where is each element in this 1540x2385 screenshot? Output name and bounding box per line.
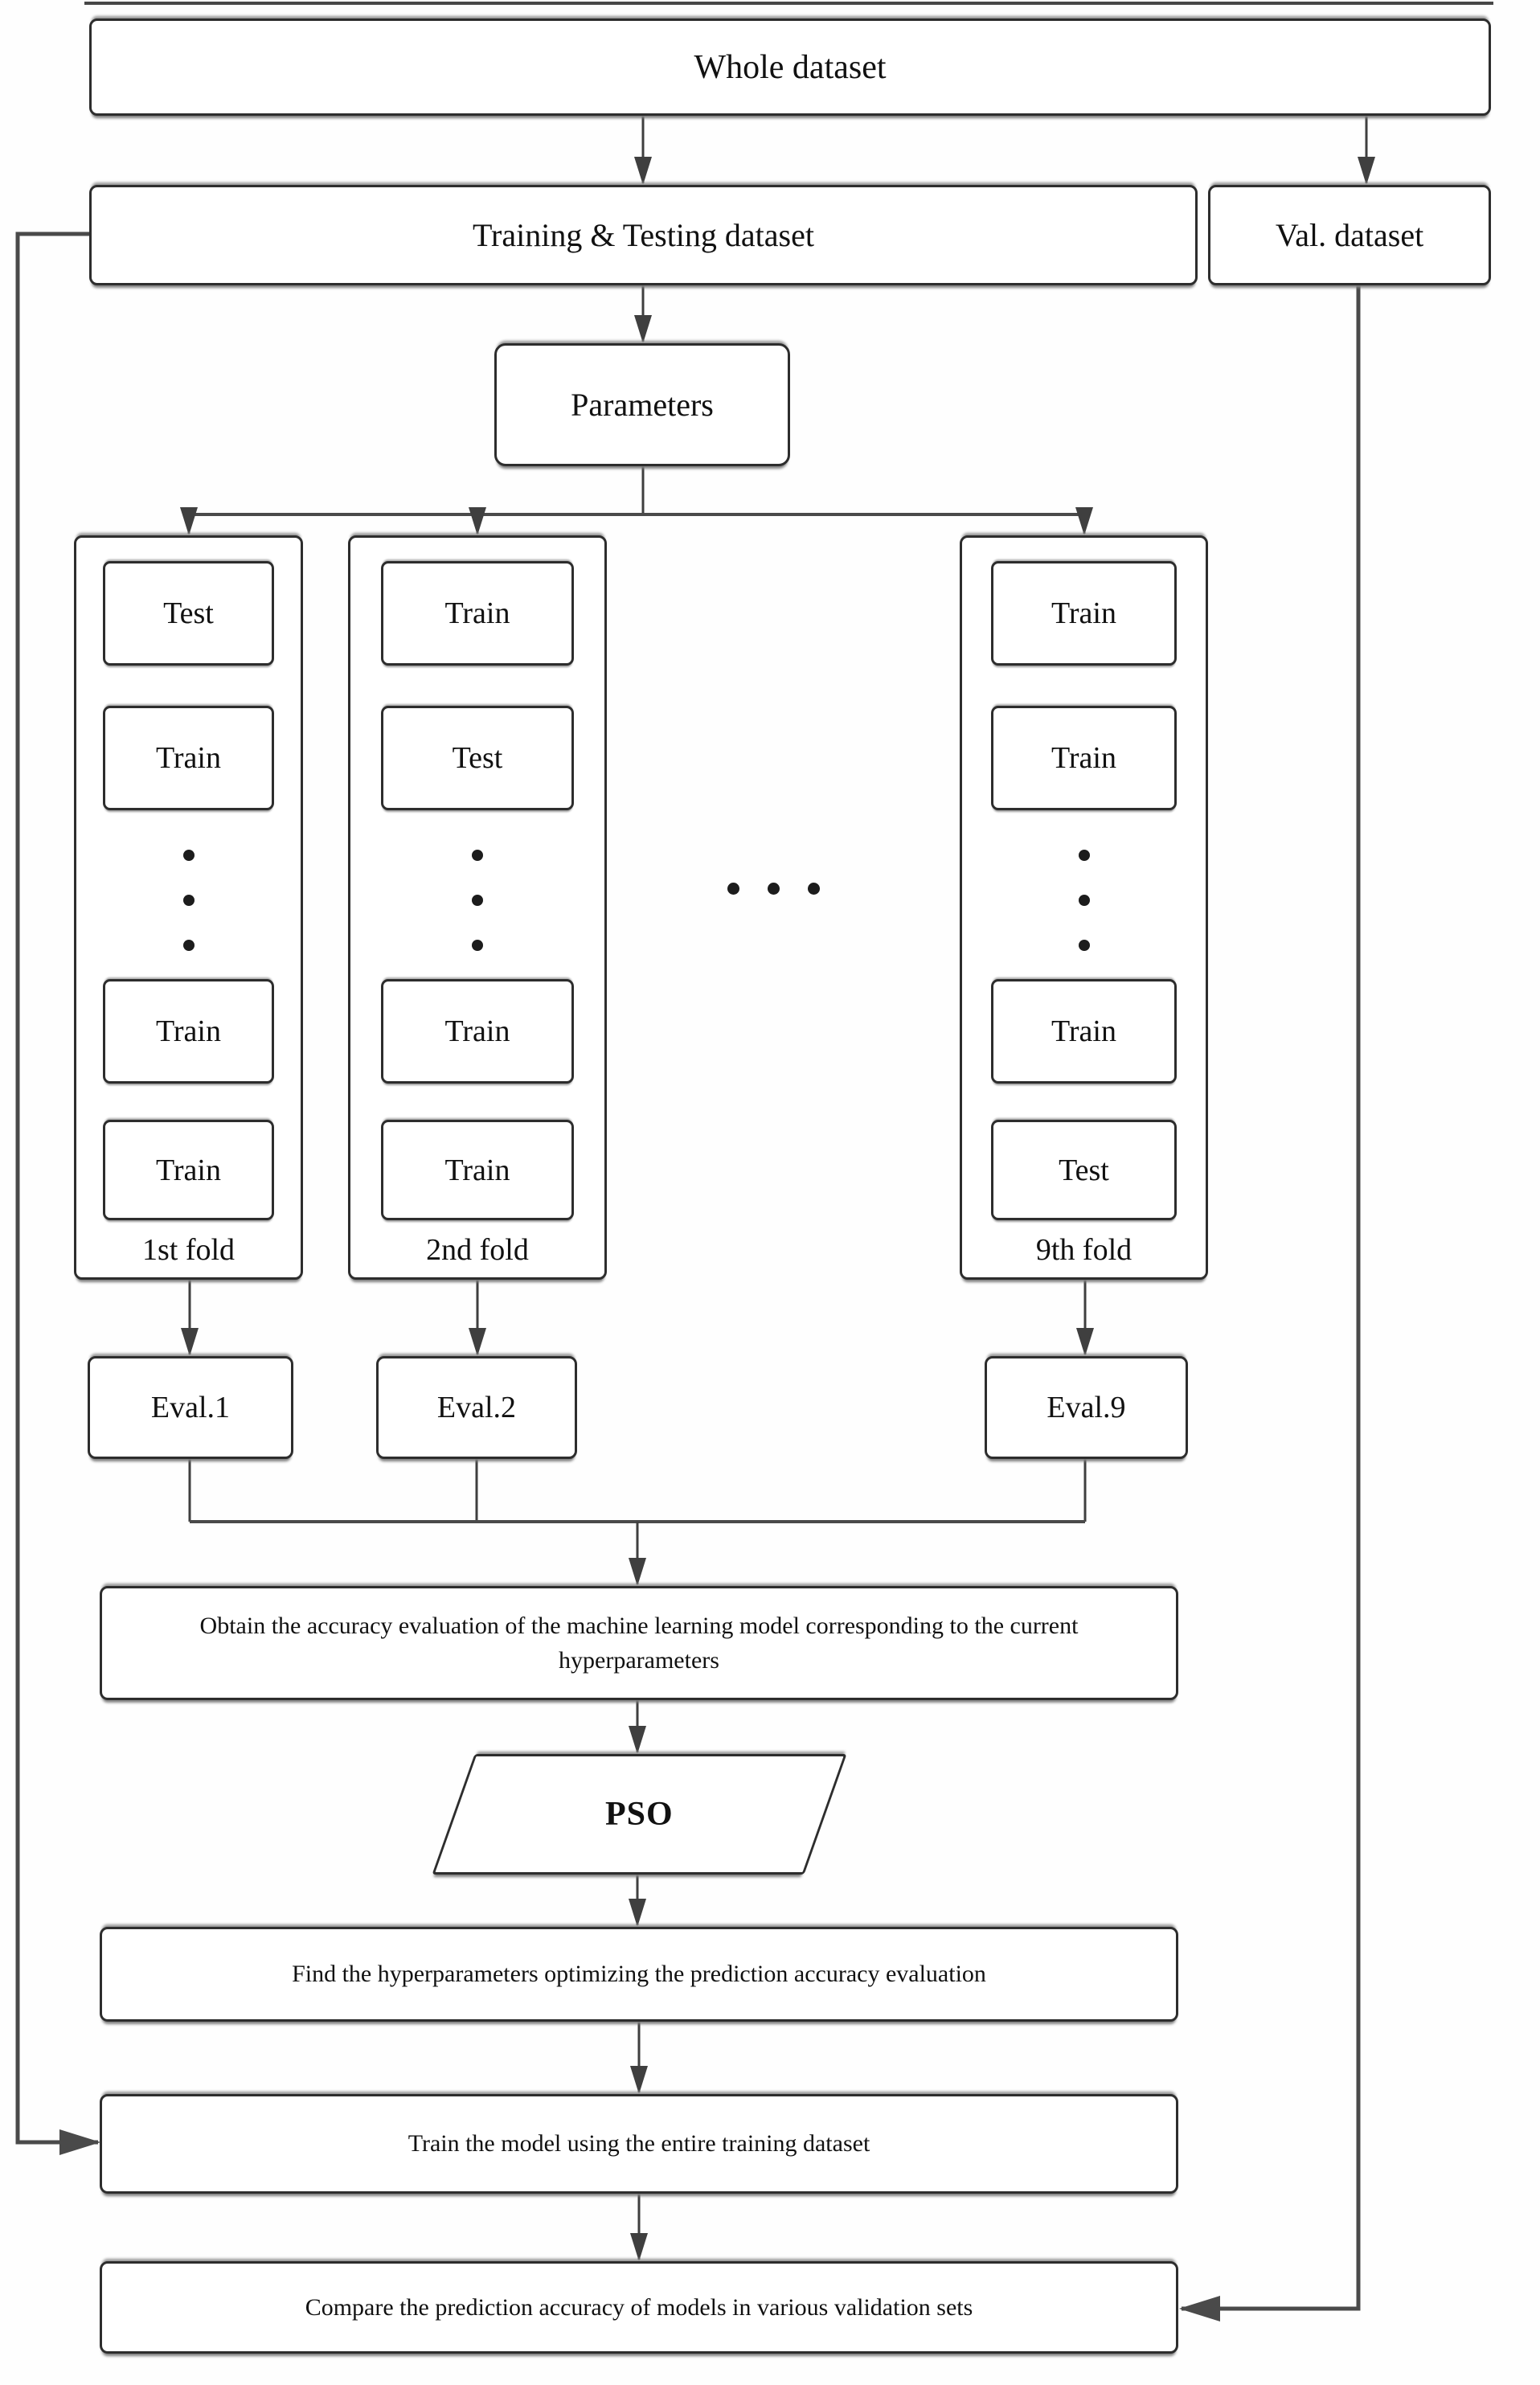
fold-9-box-2: Train <box>991 706 1177 810</box>
vertical-dots-icon <box>962 850 1206 951</box>
eval-2-label: Eval.2 <box>436 1391 517 1424</box>
find-hyperparameters-label: Find the hyperparameters optimizing the … <box>292 1961 986 1988</box>
fold-box-label: Train <box>444 1153 510 1187</box>
fold-2-box-2: Test <box>380 706 575 810</box>
fold-box-label: Train <box>156 1153 221 1187</box>
fold-1-box-3: Train <box>103 979 274 1084</box>
node-eval-9: Eval.9 <box>985 1356 1188 1459</box>
whole-dataset-label: Whole dataset <box>694 48 887 86</box>
fold-2-label: 2nd fold <box>426 1233 529 1267</box>
node-val-dataset: Val. dataset <box>1208 185 1491 285</box>
fold-1-box-1: Test <box>103 561 274 666</box>
fold-9-box-1: Train <box>991 561 1177 666</box>
fold-1-label: 1st fold <box>141 1233 236 1267</box>
fold-1-box-4: Train <box>103 1120 274 1220</box>
fold-9-box-4: Test <box>991 1120 1177 1220</box>
node-eval-1: Eval.1 <box>88 1356 293 1459</box>
fold-box-label: Test <box>1059 1153 1109 1187</box>
node-whole-dataset: Whole dataset <box>89 18 1491 116</box>
fold-2-box-4: Train <box>380 1120 575 1220</box>
fold-box-label: Train <box>1051 741 1116 775</box>
node-obtain-accuracy: Obtain the accuracy evaluation of the ma… <box>100 1586 1178 1700</box>
eval-9-label: Eval.9 <box>1046 1391 1126 1424</box>
fold-box-label: Train <box>1051 596 1116 630</box>
fold-9-box-3: Train <box>991 979 1177 1084</box>
fold-box-label: Train <box>156 741 221 775</box>
fold-1-box-2: Train <box>103 706 274 810</box>
node-train-model: Train the model using the entire trainin… <box>100 2094 1178 2194</box>
fold-box-label: Train <box>444 596 510 630</box>
fold-2-box-3: Train <box>380 979 575 1084</box>
pso-label: PSO <box>605 1796 674 1833</box>
vertical-dots-icon <box>76 850 301 951</box>
val-dataset-label: Val. dataset <box>1275 217 1424 253</box>
fold-box-label: Test <box>163 596 214 630</box>
fold-column-1: Test Train Train Train 1st fold <box>74 535 303 1280</box>
node-pso: PSO <box>432 1754 847 1875</box>
node-parameters: Parameters <box>494 343 790 466</box>
node-training-testing-dataset: Training & Testing dataset <box>89 185 1198 285</box>
train-model-label: Train the model using the entire trainin… <box>408 2130 870 2158</box>
obtain-accuracy-label: Obtain the accuracy evaluation of the ma… <box>199 1612 1079 1674</box>
fold-box-label: Train <box>156 1014 221 1048</box>
fold-9-label: 9th fold <box>1035 1233 1132 1267</box>
compare-accuracy-label: Compare the prediction accuracy of model… <box>305 2293 973 2321</box>
node-compare-accuracy: Compare the prediction accuracy of model… <box>100 2261 1178 2354</box>
vertical-dots-icon <box>350 850 604 951</box>
fold-2-box-1: Train <box>380 561 575 666</box>
node-eval-2: Eval.2 <box>376 1356 577 1459</box>
fold-box-label: Test <box>452 741 503 775</box>
line-val-to-compare <box>1178 285 1361 2321</box>
horizontal-ellipsis-icon <box>727 883 820 895</box>
fold-box-label: Train <box>444 1014 510 1048</box>
node-find-hyperparameters: Find the hyperparameters optimizing the … <box>100 1927 1178 2022</box>
fold-column-2: Train Test Train Train 2nd fold <box>348 535 607 1280</box>
training-testing-label: Training & Testing dataset <box>473 217 814 253</box>
eval-1-label: Eval.1 <box>150 1391 231 1424</box>
fold-column-9: Train Train Train Test 9th fold <box>960 535 1208 1280</box>
fold-box-label: Train <box>1051 1014 1116 1048</box>
parameters-label: Parameters <box>571 387 714 423</box>
